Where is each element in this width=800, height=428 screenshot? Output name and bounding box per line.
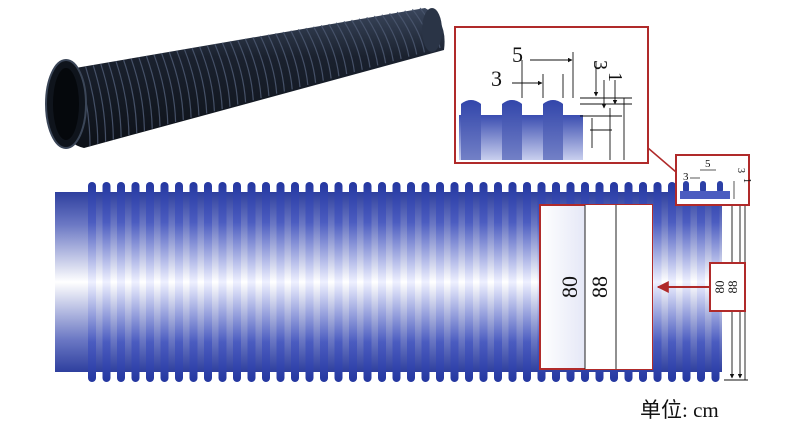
photo-rib [183, 49, 200, 116]
photo-rib [313, 26, 332, 79]
pipe-rib [523, 182, 531, 382]
photo-rib [381, 14, 402, 59]
photo-rib [320, 24, 340, 77]
photo-rib [343, 20, 363, 70]
pipe-rib [276, 182, 285, 382]
photo-rib [275, 33, 293, 90]
pipe-rib [305, 182, 314, 382]
photo-rib [130, 58, 145, 131]
photo-rib [115, 61, 130, 136]
pipe-rib [218, 182, 227, 382]
photo-rib [237, 39, 254, 101]
photo-rib [358, 18, 379, 66]
photo-rib [123, 59, 138, 133]
pipe-rib [465, 182, 473, 382]
small-outer-diameter: 88 [725, 281, 740, 294]
photo-rib [145, 55, 161, 127]
pipe-rib [653, 182, 662, 382]
small-wall: 1 [741, 178, 752, 183]
pipe-rib [697, 182, 705, 382]
pipe-rib [436, 182, 444, 382]
pipe-rib [508, 182, 517, 382]
photo-rib [206, 45, 223, 110]
small-rib-height: 3 [735, 168, 746, 173]
pipe-rib [146, 182, 154, 382]
pipe-rib [88, 182, 96, 382]
photo-rib [404, 10, 425, 53]
photo-rib [85, 66, 99, 144]
photo-rib [290, 30, 309, 86]
photo-rib [199, 46, 215, 112]
pipe-rib [102, 182, 111, 382]
pipe-rib [450, 182, 459, 382]
pipe-rib [291, 182, 299, 382]
photo-rib [389, 12, 410, 57]
zoom-rib-height: 3 [589, 60, 611, 70]
pipe-rib [421, 182, 430, 382]
zoom-gap: 3 [491, 66, 502, 91]
pipe-rib [363, 182, 372, 382]
photo-rib [396, 11, 418, 55]
photo-rib [282, 31, 301, 88]
photo-rib [100, 63, 114, 140]
pipe-rib [160, 182, 169, 382]
pipe-rib [334, 182, 343, 382]
photo-rib [335, 22, 355, 73]
pipe-rib [247, 182, 256, 382]
pipe-rib [479, 182, 488, 382]
units-label: 单位: cm [640, 398, 719, 422]
pipe-rib [233, 182, 241, 382]
pipe-main: 80 88 [55, 182, 722, 382]
zoom-pitch: 5 [512, 42, 523, 67]
photo-rib [259, 35, 278, 94]
pipe-rib [682, 182, 691, 382]
pipe-rib [175, 182, 183, 382]
pipe-rib [189, 182, 198, 382]
small-pitch: 5 [705, 158, 711, 170]
photo-rib [161, 53, 177, 123]
photo-rib [351, 19, 371, 68]
callout-rib-small: 5 3 3 1 [647, 147, 752, 206]
pipe-rib [320, 182, 328, 382]
photo-rib [366, 16, 387, 64]
photo-rib [373, 15, 394, 62]
label-inner-diameter: 80 [557, 276, 582, 298]
pipe-rib [494, 182, 502, 382]
photo-rib [221, 42, 239, 105]
photo-rib [138, 57, 153, 129]
label-outer-diameter: 88 [587, 276, 612, 298]
photo-rib [168, 51, 184, 120]
callout-diameter-small: 80 88 [656, 262, 746, 312]
photo-rib [267, 34, 285, 92]
photo-rib [328, 23, 348, 75]
photo-rib [153, 54, 169, 125]
photo-rib [191, 47, 208, 114]
photo-rib [176, 50, 192, 118]
small-inner-diameter: 80 [712, 281, 727, 294]
zoom-wall: 1 [604, 72, 626, 82]
photo-rib [252, 37, 270, 96]
photo-rib [107, 62, 122, 138]
pipe-rib [204, 182, 212, 382]
zoom-panel: 5 3 3 1 [454, 26, 649, 164]
small-gap: 3 [683, 171, 689, 183]
pipe-rib [262, 182, 270, 382]
pipe-rib [407, 182, 415, 382]
pipe-rib [349, 182, 357, 382]
pipe-rib [392, 182, 401, 382]
photo-rib [305, 27, 324, 81]
pipe-rib [378, 182, 386, 382]
photo-rib [244, 38, 262, 99]
pipe-rib [131, 182, 140, 382]
photo-rib [297, 29, 317, 83]
pipe-rib [117, 182, 125, 382]
photo-rib [214, 43, 231, 107]
pipe-rib [668, 182, 676, 382]
photo-rib [229, 41, 247, 103]
photo-rib [92, 65, 107, 142]
pipe-photo [45, 7, 445, 149]
